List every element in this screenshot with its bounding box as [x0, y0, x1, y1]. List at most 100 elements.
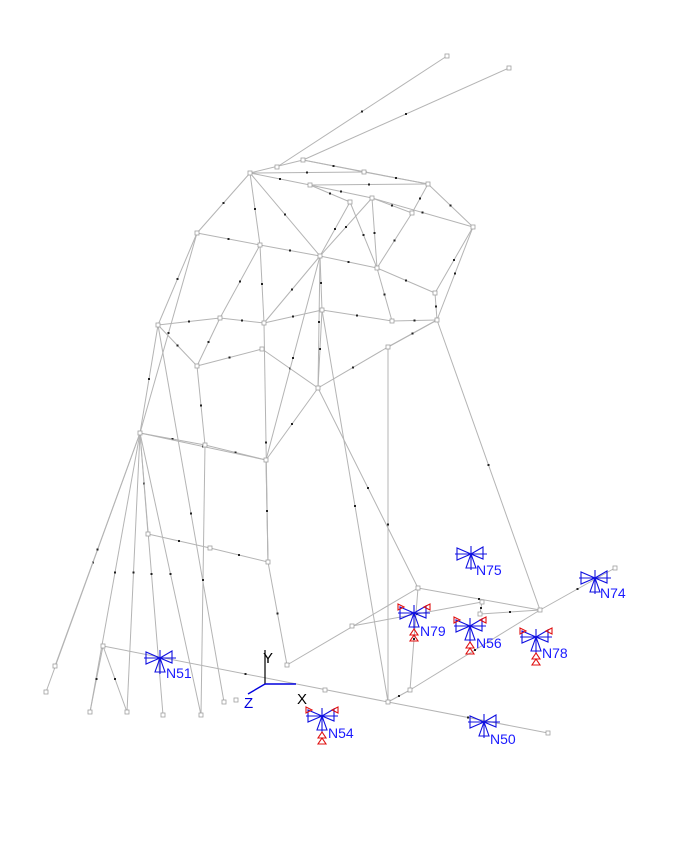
support-n75[interactable]	[455, 546, 487, 570]
node-Q[interactable]	[374, 265, 380, 271]
node-I[interactable]	[347, 199, 353, 205]
member-midpoint-marker	[413, 319, 416, 322]
node-AC[interactable]	[137, 430, 143, 436]
member-midpoint-marker	[405, 279, 407, 282]
node-label-n75: N75	[476, 562, 502, 578]
member-midpoint-marker	[391, 204, 393, 207]
node-AF[interactable]	[145, 531, 151, 537]
node-U[interactable]	[261, 320, 267, 326]
member-midpoint-marker	[171, 438, 174, 440]
support-n74[interactable]	[579, 570, 611, 594]
node-AG[interactable]	[207, 545, 213, 551]
node-J[interactable]	[369, 195, 375, 201]
member-midpoint-marker	[354, 505, 356, 507]
y-axis-label: Y	[263, 650, 273, 667]
node-AA[interactable]	[315, 385, 321, 391]
node-AB[interactable]	[385, 344, 391, 350]
node-W[interactable]	[389, 318, 395, 324]
support-n78[interactable]	[519, 627, 553, 666]
node-K[interactable]	[409, 210, 415, 216]
node-AD[interactable]	[202, 442, 208, 448]
member-midpoint-marker	[478, 598, 480, 600]
node-label-n74: N74	[600, 585, 626, 601]
node-O[interactable]	[317, 253, 323, 259]
node-A[interactable]	[444, 53, 450, 59]
node-T[interactable]	[217, 315, 223, 321]
support-glyph	[469, 546, 484, 560]
node-D[interactable]	[300, 157, 306, 163]
member-midpoint-marker	[96, 548, 99, 551]
support-n56[interactable]	[453, 616, 487, 655]
node-AT[interactable]	[43, 689, 49, 695]
node-R[interactable]	[432, 290, 438, 296]
node-AO[interactable]	[407, 687, 413, 693]
node-F[interactable]	[425, 181, 431, 187]
node-AI[interactable]	[100, 643, 106, 649]
node-M[interactable]	[194, 230, 200, 236]
support-n79[interactable]	[397, 603, 431, 642]
node-AN[interactable]	[385, 699, 391, 705]
node-label-n51: N51	[166, 665, 192, 681]
node-AY[interactable]	[198, 712, 204, 718]
node-B[interactable]	[506, 65, 512, 71]
member-midpoint-marker	[228, 356, 231, 359]
member-midpoint-marker	[292, 357, 294, 359]
support-glyph	[530, 658, 542, 666]
member-midpoint-marker	[362, 234, 365, 236]
member-midpoint-marker	[413, 638, 415, 640]
frame-nodes	[43, 53, 618, 736]
node-S[interactable]	[155, 322, 161, 328]
z-axis-label: Z	[244, 695, 253, 712]
node-V[interactable]	[319, 307, 325, 313]
node-Z[interactable]	[259, 346, 265, 352]
member-midpoint-marker	[368, 183, 370, 186]
support-n54[interactable]	[305, 706, 339, 745]
node-N[interactable]	[257, 242, 263, 248]
z-axis-line	[247, 683, 266, 695]
member-midpoint-marker	[576, 588, 579, 590]
support-glyph	[464, 647, 476, 655]
frame-members	[45, 55, 616, 734]
node-AJ[interactable]	[284, 662, 290, 668]
member-midpoint-marker	[454, 272, 456, 275]
node-L[interactable]	[470, 224, 476, 230]
member-midpoint-marker	[474, 649, 476, 651]
node-AW[interactable]	[124, 709, 130, 715]
node-AS[interactable]	[545, 730, 551, 736]
member-midpoint-marker	[421, 211, 424, 214]
support-glyph	[316, 737, 328, 745]
node-AM[interactable]	[479, 599, 485, 605]
node-BB[interactable]	[322, 687, 328, 693]
node-AV[interactable]	[87, 709, 93, 715]
node-AX[interactable]	[160, 712, 166, 718]
support-n50[interactable]	[468, 714, 500, 738]
node-AQ[interactable]	[537, 607, 543, 613]
node-AU[interactable]	[52, 663, 58, 669]
node-label-n50: N50	[490, 731, 516, 747]
node-H[interactable]	[307, 182, 313, 188]
node-AL[interactable]	[415, 585, 421, 591]
node-C[interactable]	[274, 164, 280, 170]
member-midpoint-marker	[190, 512, 192, 515]
node-Y[interactable]	[194, 363, 200, 369]
node-AE[interactable]	[263, 457, 269, 463]
node-AH[interactable]	[265, 559, 271, 565]
member-midpoint-marker	[395, 177, 397, 179]
support-n51[interactable]	[144, 650, 176, 674]
node-E[interactable]	[361, 169, 367, 175]
node-AK[interactable]	[349, 623, 355, 629]
node-BA[interactable]	[233, 697, 239, 703]
node-X[interactable]	[434, 317, 440, 323]
member-midpoint-marker	[449, 204, 452, 207]
node-G[interactable]	[247, 170, 253, 176]
node-AP[interactable]	[477, 611, 483, 617]
member-midpoint-marker	[178, 540, 180, 542]
node-AR[interactable]	[612, 565, 618, 571]
member-midpoint-marker	[114, 571, 116, 574]
member-midpoint-marker	[347, 261, 350, 263]
member-midpoint-marker	[150, 573, 153, 575]
node-AZ[interactable]	[221, 699, 227, 705]
member-midpoint-marker	[114, 678, 116, 680]
